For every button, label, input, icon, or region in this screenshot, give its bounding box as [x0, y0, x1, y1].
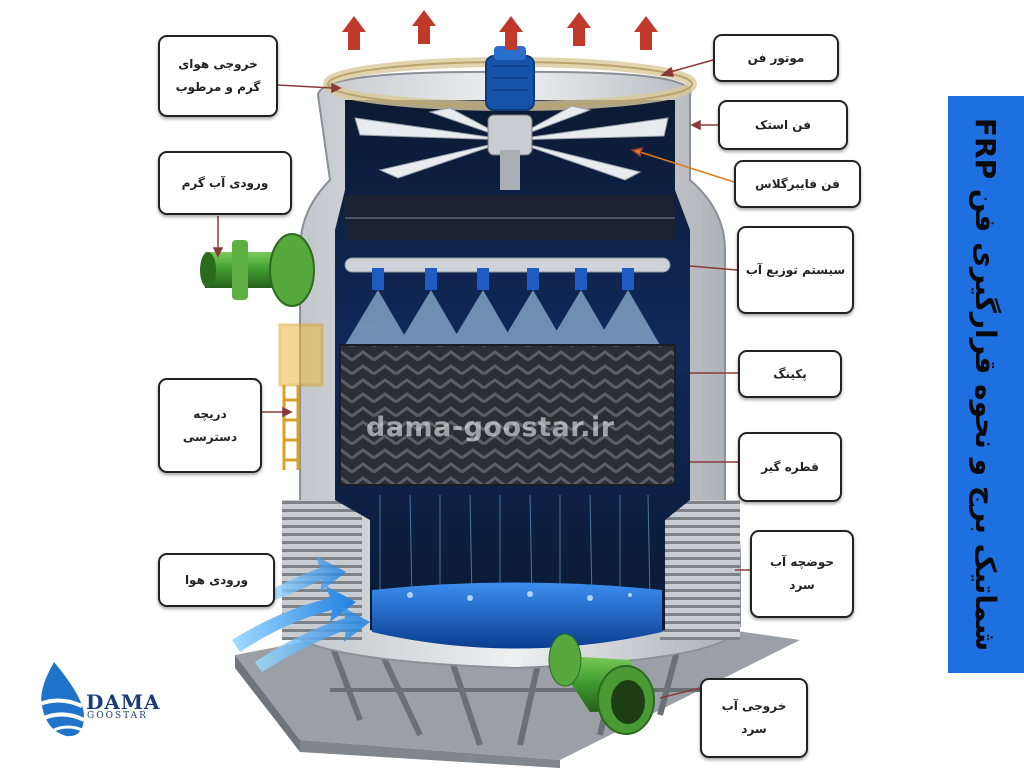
hot-water-inlet-pipe [200, 233, 315, 307]
dama-logo-icon [39, 662, 85, 737]
label-cold-water-basin: حوضچه آب سرد [750, 530, 854, 618]
cold-water-basin [372, 582, 662, 649]
access-ladder [278, 323, 324, 470]
label-fiberglass-fan: فن فایبرگلاس [734, 160, 861, 208]
packing-fill [340, 345, 675, 485]
logo-subtitle: GOOSTAR [87, 711, 148, 721]
title-bar: شماتیک برج و نحوه قرارگیری فن FRP [948, 96, 1024, 673]
label-drift-eliminator: قطره گیر [738, 432, 842, 502]
hot-air-arrows [342, 10, 658, 50]
air-louvers-right [660, 500, 740, 640]
label-water-distribution: سیستم توزیع آب [737, 226, 854, 314]
label-packing: پکینگ [738, 350, 842, 398]
watermark: dama-goostar.ir [366, 412, 615, 443]
fan-blades [354, 105, 669, 181]
water-distribution-pipe [344, 257, 671, 345]
fan-motor [485, 46, 535, 111]
air-inlet-arrows [232, 556, 370, 672]
label-fan-stack: فن استک [718, 100, 848, 150]
fan-hub [487, 114, 533, 156]
label-air-inlet: ورودی هوا [158, 553, 275, 607]
rain-zone [379, 494, 651, 601]
water-splashes [407, 591, 632, 601]
label-cold-water-outlet: خروجی آب سرد [700, 678, 808, 758]
leader-lines [212, 59, 750, 699]
label-fan-motor: موتور فن [713, 34, 839, 82]
label-hot-water-inlet: ورودی آب گرم [158, 151, 292, 215]
logo-word: DAMA [86, 690, 161, 714]
page-title: شماتیک برج و نحوه قرارگیری فن FRP [969, 117, 1003, 652]
label-hot-air-outlet: خروجی هوای گرم و مرطوب [158, 35, 278, 117]
label-access-door: دریچه دسترسی [158, 378, 262, 473]
cold-water-outlet-pipe [548, 633, 655, 735]
